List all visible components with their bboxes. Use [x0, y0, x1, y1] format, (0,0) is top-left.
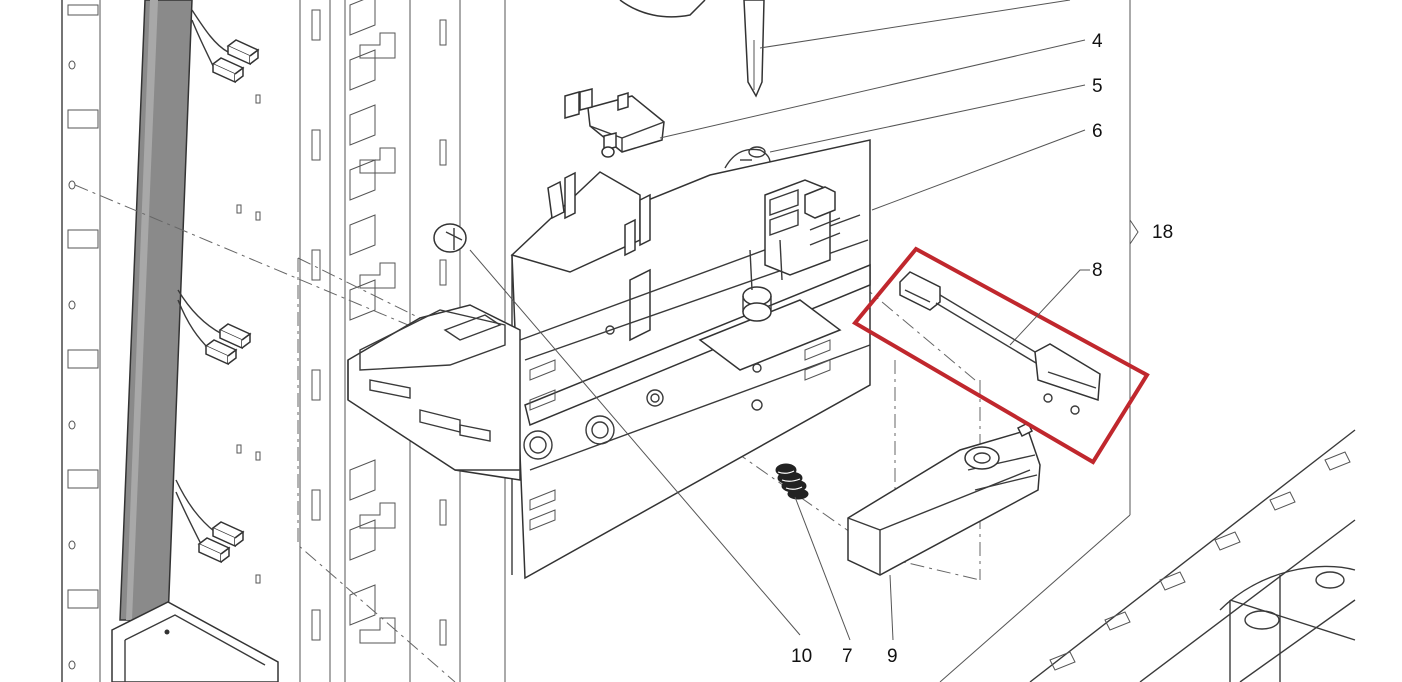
callout-5: 5 — [1092, 76, 1103, 97]
wire-harness — [899, 271, 1101, 415]
coil-spring — [775, 463, 809, 500]
highlight-box — [851, 246, 1150, 465]
callout-6: 6 — [1092, 121, 1103, 142]
cable-connectors — [175, 9, 260, 564]
slotted-rails — [299, 0, 506, 682]
callout-labels: 4 5 6 18 8 10 7 9 — [791, 31, 1173, 667]
callout-10: 10 — [791, 646, 812, 667]
left-frame-panel — [61, 0, 101, 682]
frame-slots — [236, 94, 261, 584]
right-frame-panel — [939, 0, 1356, 682]
bottom-bracket — [111, 601, 279, 682]
leader-lines — [469, 0, 1139, 641]
callout-7: 7 — [842, 646, 853, 667]
micro-switch — [564, 88, 665, 158]
callout-18: 18 — [1152, 222, 1173, 243]
flat-cable — [119, 0, 193, 621]
screw — [433, 223, 467, 253]
lever-arm — [847, 421, 1041, 576]
callout-9: 9 — [887, 646, 898, 667]
callout-4: 4 — [1092, 31, 1103, 52]
main-bracket — [347, 139, 871, 580]
top-rod — [619, 0, 765, 98]
callout-8: 8 — [1092, 260, 1103, 281]
